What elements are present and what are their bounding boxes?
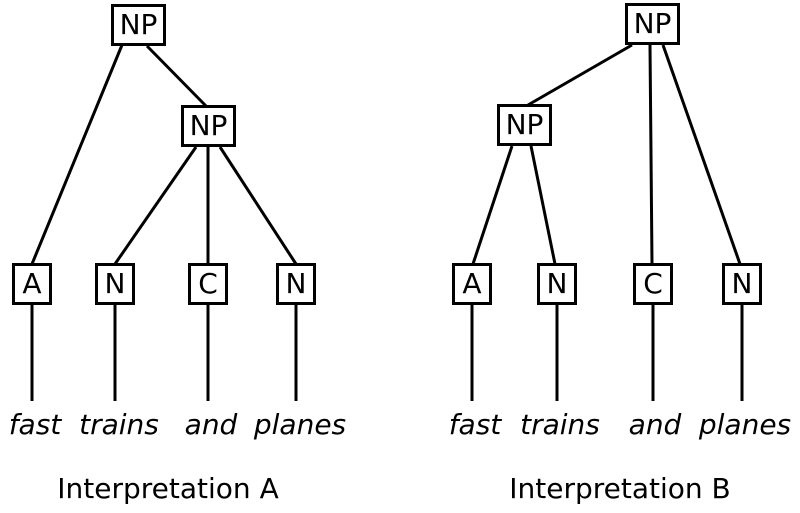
tree-a-leaf-a-label: A (22, 267, 42, 300)
tree-a-root-np-node: NP (111, 4, 166, 46)
edge-b-mid-to-a-leaf (471, 145, 514, 265)
tree-b-word-fast: fast (448, 408, 502, 441)
tree-a-leaf-n1-node: N (95, 263, 135, 305)
tree-b-leaf-n1-node: N (537, 263, 577, 305)
tree-a-leaf-n2-label: N (285, 267, 307, 300)
tree-b-word-trains: trains (520, 408, 600, 441)
tree-a-mid-np-label: NP (189, 109, 228, 142)
edge-b-root-to-c (648, 44, 654, 265)
tree-b-caption: Interpretation B (509, 472, 731, 505)
edge-b-mid-to-n1 (529, 145, 557, 265)
tree-a-word-fast: fast (8, 408, 62, 441)
tree-b-word-planes: planes (698, 408, 792, 441)
tree-b-word-and: and (628, 408, 682, 441)
tree-b-leaf-a-label: A (462, 267, 482, 300)
tree-b-leaf-c-label: C (643, 267, 663, 300)
tree-b-leaf-c-node: C (633, 263, 673, 305)
tree-a-word-planes: planes (253, 408, 347, 441)
tree-a-leaf-n2-node: N (276, 263, 316, 305)
tree-a-word-and: and (184, 408, 238, 441)
edge-b-root-to-n2 (661, 44, 742, 265)
tree-b-leaf-n1-label: N (546, 267, 568, 300)
edge-b-root-to-mid-np (527, 43, 633, 107)
tree-a-leaf-c-node: C (188, 263, 228, 305)
tree-b-root-np-node: NP (625, 3, 680, 45)
tree-a-root-np-label: NP (119, 8, 158, 41)
edge-a-root-to-a-leaf (30, 44, 124, 265)
tree-a-leaf-c-label: C (198, 267, 218, 300)
edge-a-mid-to-n1 (113, 146, 198, 265)
tree-b-leaf-n2-label: N (731, 267, 753, 300)
edge-a-mid-to-n2 (218, 146, 298, 265)
tree-a-leaf-n1-label: N (104, 267, 126, 300)
tree-a-leaf-a-node: A (12, 263, 52, 305)
tree-b-leaf-n2-node: N (722, 263, 762, 305)
tree-b-mid-np-node: NP (497, 104, 552, 146)
edge-a-root-to-mid-np (145, 44, 208, 108)
tree-a-word-trains: trains (79, 408, 159, 441)
tree-b-leaf-a-node: A (452, 263, 492, 305)
tree-a-mid-np-node: NP (181, 105, 236, 147)
tree-a-caption: Interpretation A (57, 472, 279, 505)
tree-b-mid-np-label: NP (505, 108, 544, 141)
tree-b-root-np-label: NP (633, 7, 672, 40)
